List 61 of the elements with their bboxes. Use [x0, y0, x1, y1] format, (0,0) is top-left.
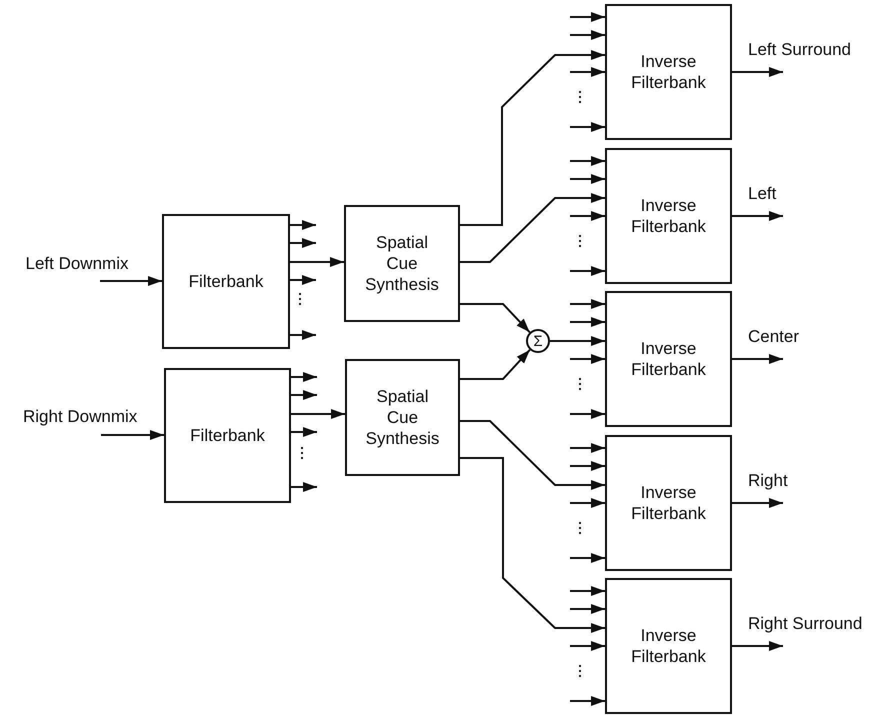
arrow [570, 174, 605, 184]
arrow [570, 30, 605, 40]
arrow [732, 498, 783, 508]
arrow [570, 604, 605, 614]
arrow [291, 427, 317, 437]
arrow [570, 354, 605, 364]
arrow [460, 457, 605, 633]
arrow [570, 317, 605, 327]
arrow [570, 122, 605, 132]
arrow [460, 50, 605, 226]
edge-label: Left Surround [748, 41, 852, 58]
arrow [570, 641, 605, 651]
arrow [291, 372, 317, 382]
edge-label: Center [748, 328, 800, 345]
arrow [570, 461, 605, 471]
arrow [290, 220, 316, 230]
arrow [570, 443, 605, 453]
edge-label: Right [748, 472, 788, 489]
arrow [570, 409, 605, 419]
arrow [570, 498, 605, 508]
arrow [550, 336, 605, 346]
process-box: Inverse Filterbank [605, 435, 732, 571]
process-box: Inverse Filterbank [605, 291, 732, 427]
arrow [460, 193, 605, 263]
edge-label: Right Surround [748, 615, 862, 632]
arrow [460, 303, 530, 333]
edge-label: Left [748, 185, 776, 202]
arrow [570, 12, 605, 22]
arrow [570, 266, 605, 276]
arrow [101, 430, 164, 440]
arrow [291, 482, 317, 492]
arrow [732, 67, 783, 77]
summing-junction: Σ [526, 329, 550, 353]
arrow [290, 275, 316, 285]
process-box: Inverse Filterbank [605, 4, 732, 140]
arrow [291, 390, 317, 400]
process-box: Filterbank [164, 368, 291, 503]
arrow [732, 211, 783, 221]
arrow [570, 211, 605, 221]
arrow [291, 409, 345, 419]
process-box: Inverse Filterbank [605, 148, 732, 284]
arrow [570, 586, 605, 596]
arrow [570, 696, 605, 706]
arrow [570, 67, 605, 77]
edge-label: Right Downmix [23, 408, 138, 425]
process-box: Spatial Cue Synthesis [345, 359, 460, 476]
arrow [290, 330, 316, 340]
arrow [460, 349, 531, 380]
arrow [290, 238, 316, 248]
arrow [290, 257, 344, 267]
arrow [100, 276, 162, 286]
arrow [570, 156, 605, 166]
edge-label: Left Downmix [26, 255, 128, 272]
process-box: Filterbank [162, 214, 290, 349]
arrow [460, 420, 605, 490]
process-box: Spatial Cue Synthesis [344, 205, 460, 322]
arrow [570, 299, 605, 309]
arrow [570, 553, 605, 563]
arrow [732, 641, 783, 651]
process-box: Inverse Filterbank [605, 578, 732, 714]
arrow [732, 354, 783, 364]
